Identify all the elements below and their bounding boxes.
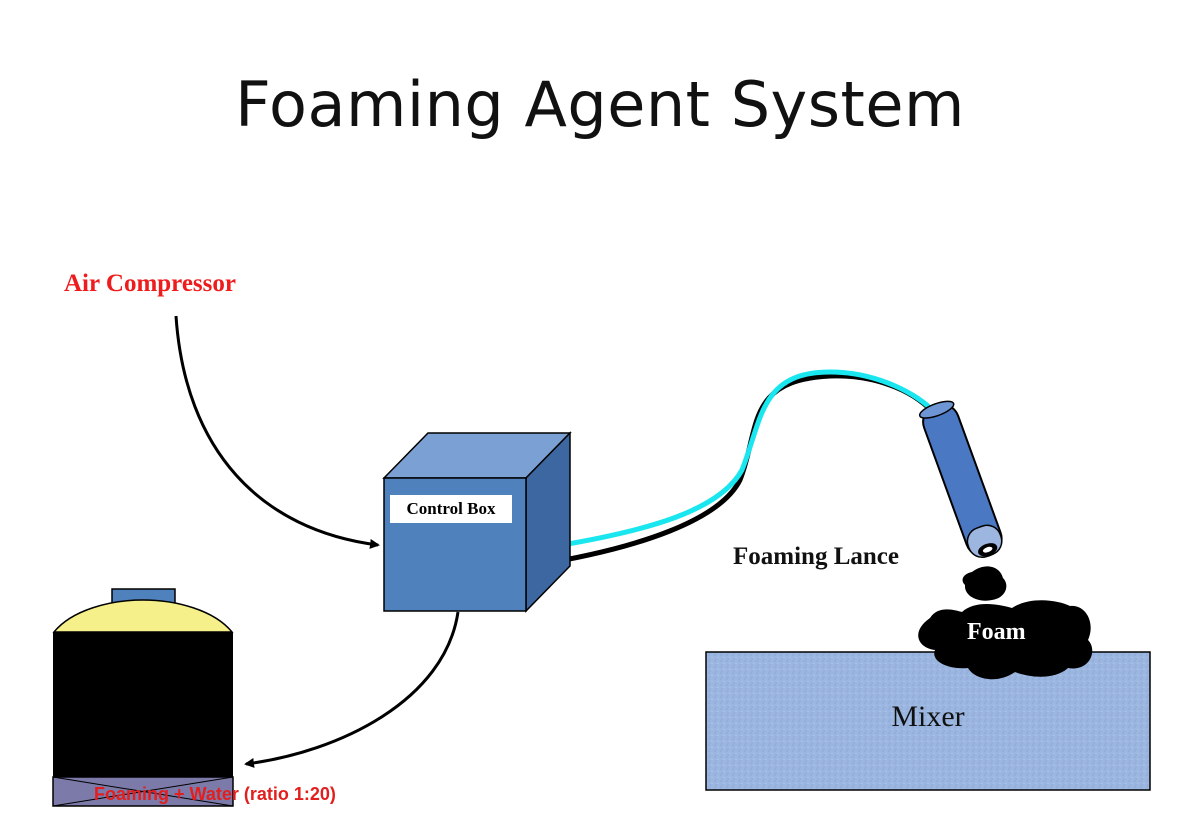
air-line-arrow (174, 315, 380, 549)
tank-feed-arrow (244, 611, 460, 768)
mixer-box (705, 651, 1151, 791)
page-title: Foaming Agent System (235, 68, 965, 141)
foam-label: Foam (967, 619, 1026, 645)
mixer-label: Mixer (891, 700, 965, 733)
tank (52, 588, 234, 807)
tank-label: Foaming + Water (ratio 1:20) (94, 784, 336, 804)
tank-base-hatch-2 (52, 776, 234, 807)
air-compressor-label: Air Compressor (64, 270, 236, 297)
foam-drip-icon (962, 566, 1007, 601)
nozzle-outlet-highlight (982, 546, 993, 553)
control-box-label: Control Box (390, 495, 512, 523)
foaming-lance (918, 400, 1003, 558)
tank-body (53, 632, 233, 777)
hose-cyan (561, 369, 934, 548)
foaming-lance-label: Foaming Lance (733, 543, 899, 570)
lance-top-cap (918, 400, 955, 419)
tank-lid (52, 599, 234, 633)
foam-blob-icon (918, 600, 1093, 680)
